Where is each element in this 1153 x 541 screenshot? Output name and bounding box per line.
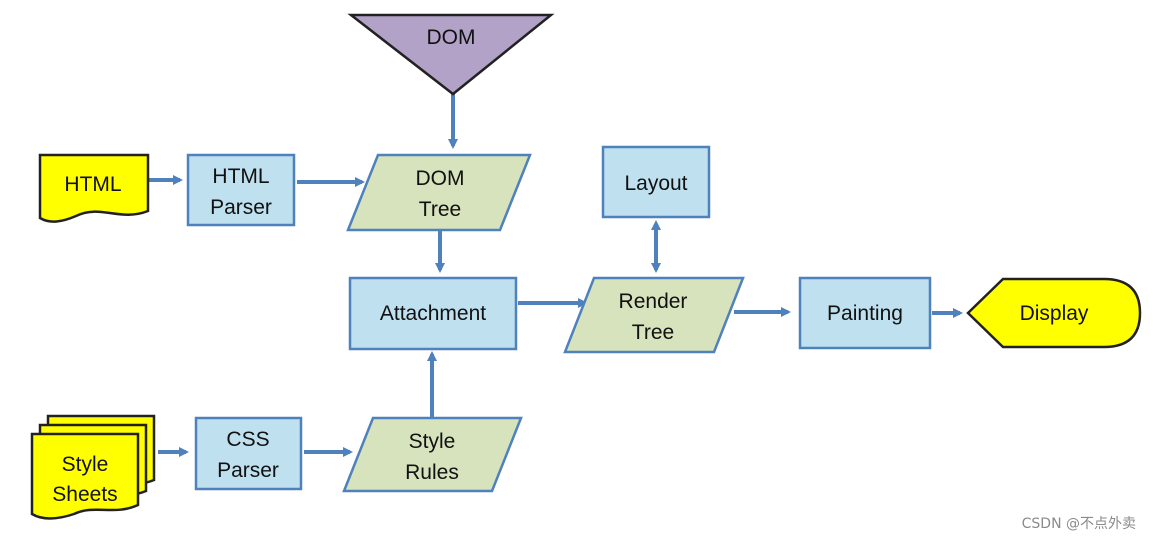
- node-style-rules-label-line2: Rules: [405, 461, 459, 484]
- node-dom: DOM: [347, 13, 555, 96]
- node-css-parser: CSS Parser: [194, 416, 303, 491]
- edges: [148, 94, 963, 457]
- node-dom-label: DOM: [427, 26, 476, 49]
- node-html: HTML: [38, 153, 150, 223]
- node-dom-tree-label-line2: Tree: [419, 198, 461, 221]
- node-css-parser-shape: [194, 416, 303, 491]
- node-style-rules-shape: [342, 416, 523, 493]
- node-style-sheets-shape-front: [30, 432, 140, 520]
- node-html-shape: [38, 153, 150, 223]
- node-dom-tree-label-line1: DOM: [416, 167, 465, 190]
- node-display-label: Display: [1020, 302, 1089, 325]
- node-painting-label: Painting: [827, 302, 903, 325]
- node-style-sheets-label-line1: Style: [62, 453, 109, 476]
- node-dom-tree-shape: [346, 153, 532, 232]
- node-attachment: Attachment: [348, 276, 518, 351]
- node-css-parser-label-line2: Parser: [217, 459, 279, 482]
- node-css-parser-label-line1: CSS: [226, 428, 269, 451]
- node-layout-label: Layout: [624, 172, 687, 195]
- node-style-sheets-label-line2: Sheets: [52, 483, 117, 506]
- node-display: Display: [966, 277, 1142, 349]
- node-attachment-shape: [348, 276, 518, 351]
- node-painting-shape: [798, 276, 932, 350]
- node-html-parser-label-line1: HTML: [212, 165, 269, 188]
- node-dom-shape: [347, 13, 555, 96]
- node-render-tree: Render Tree: [563, 276, 745, 354]
- node-layout-shape: [601, 145, 711, 219]
- node-html-parser: HTML Parser: [186, 153, 296, 227]
- node-attachment-label: Attachment: [380, 302, 486, 325]
- node-style-rules: Style Rules: [342, 416, 523, 493]
- node-painting: Painting: [798, 276, 932, 350]
- node-style-sheets: Style Sheets: [30, 414, 156, 520]
- node-render-tree-shape: [563, 276, 745, 354]
- node-html-label: HTML: [64, 173, 121, 196]
- node-render-tree-label-line1: Render: [619, 290, 688, 313]
- node-html-parser-label-line2: Parser: [210, 196, 272, 219]
- watermark: CSDN @不点外卖: [1022, 516, 1136, 532]
- node-layout: Layout: [601, 145, 711, 219]
- node-render-tree-label-line2: Tree: [632, 321, 674, 344]
- node-html-parser-shape: [186, 153, 296, 227]
- node-dom-tree: DOM Tree: [346, 153, 532, 232]
- node-display-shape: [966, 277, 1142, 349]
- node-style-rules-label-line1: Style: [409, 430, 456, 453]
